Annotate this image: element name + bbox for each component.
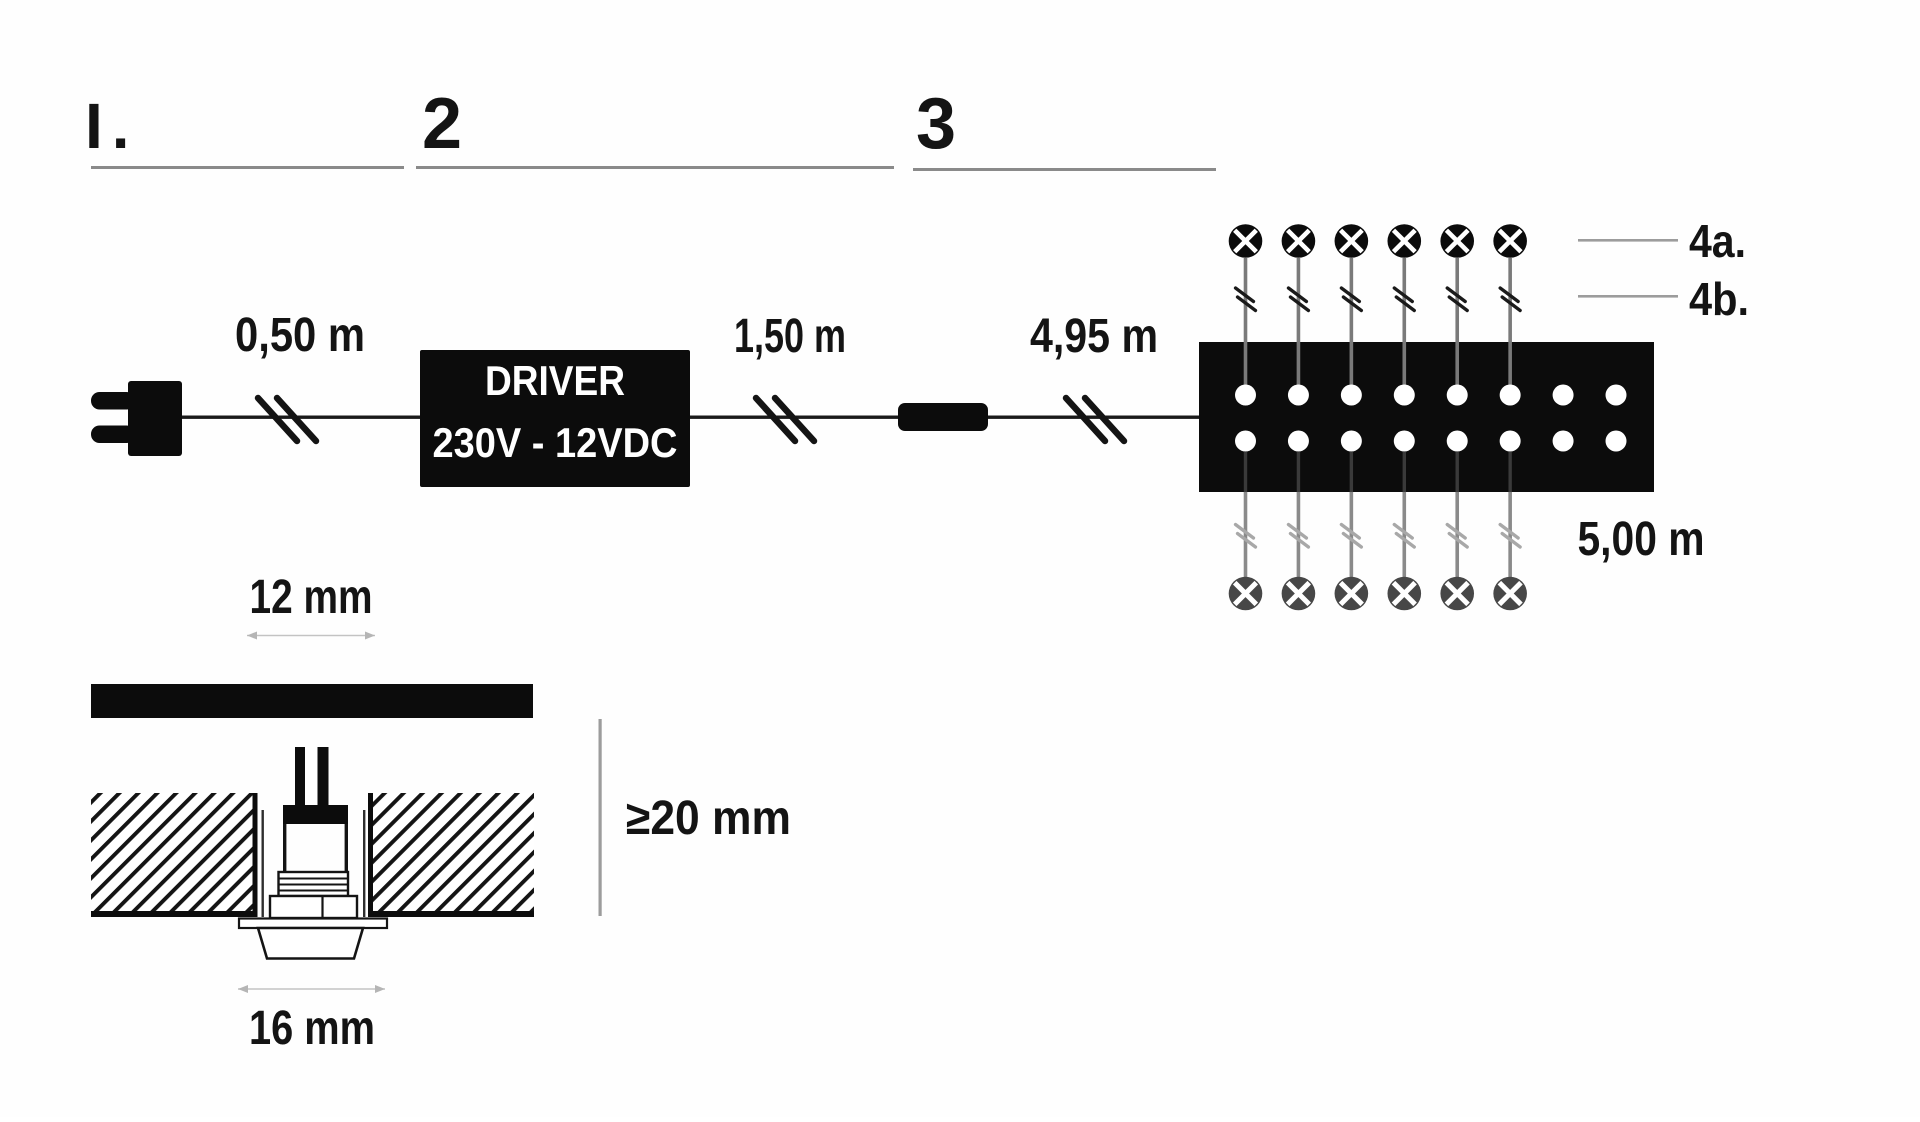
svg-text:≥20 mm: ≥20 mm	[626, 792, 791, 845]
svg-text:230V - 12VDC: 230V - 12VDC	[433, 419, 678, 466]
svg-text:DRIVER: DRIVER	[485, 357, 625, 404]
svg-text:2: 2	[422, 84, 462, 164]
svg-text:4a.: 4a.	[1689, 215, 1746, 267]
svg-text:I.: I.	[85, 90, 139, 162]
svg-text:16 mm: 16 mm	[249, 1002, 375, 1055]
svg-text:5,00 m: 5,00 m	[1578, 513, 1705, 566]
svg-text:4b.: 4b.	[1689, 273, 1749, 325]
svg-text:1,50 m: 1,50 m	[734, 310, 846, 363]
svg-text:3: 3	[916, 84, 956, 164]
svg-text:12 mm: 12 mm	[250, 571, 373, 624]
svg-text:4,95 m: 4,95 m	[1030, 310, 1158, 363]
svg-text:0,50 m: 0,50 m	[235, 309, 365, 362]
